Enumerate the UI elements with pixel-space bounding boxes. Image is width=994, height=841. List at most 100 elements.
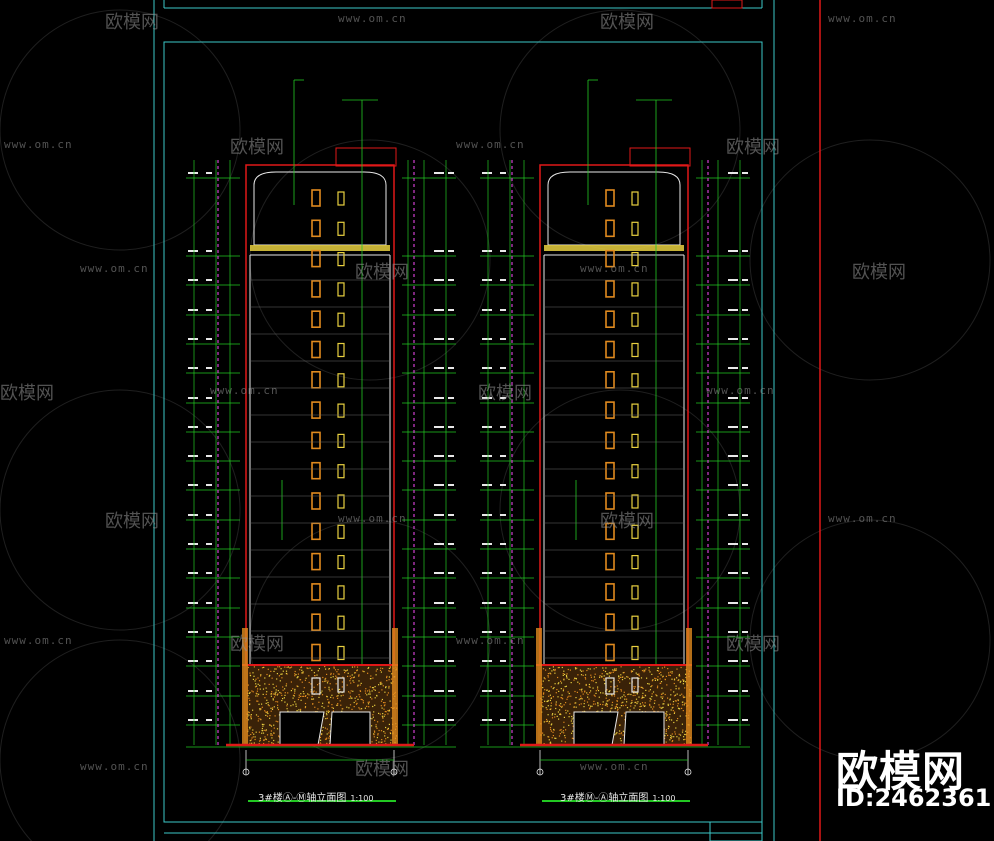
base-speckle (266, 734, 269, 736)
level-label (728, 309, 738, 311)
base-speckle (247, 666, 249, 669)
base-speckle (371, 698, 373, 700)
base-speckle (277, 690, 279, 692)
base-speckle (624, 698, 626, 700)
base-speckle (327, 711, 329, 714)
level-label (206, 426, 212, 428)
base-speckle (597, 686, 599, 688)
base-speckle (344, 670, 347, 672)
base-speckle (350, 697, 352, 699)
level-label (482, 719, 492, 721)
base-speckle (622, 705, 624, 707)
base-speckle (606, 703, 608, 705)
base-speckle (328, 702, 330, 704)
base-speckle (559, 713, 561, 715)
base-speckle (265, 729, 267, 731)
base-speckle (381, 698, 383, 701)
base-speckle (597, 705, 599, 707)
base-speckle (635, 701, 637, 703)
base-speckle (275, 701, 277, 703)
base-speckle (550, 728, 552, 731)
base-speckle (263, 739, 265, 741)
base-speckle (631, 701, 633, 704)
window (311, 552, 321, 571)
base-speckle (261, 667, 264, 669)
base-speckle (248, 697, 250, 699)
base-speckle (559, 733, 561, 735)
base-speckle (648, 690, 650, 692)
base-speckle (282, 686, 284, 688)
base-speckle (384, 740, 386, 742)
base-speckle (287, 666, 289, 668)
base-speckle (677, 703, 679, 705)
base-speckle (326, 710, 328, 712)
base-speckle (258, 680, 261, 682)
base-speckle (604, 683, 606, 685)
base-speckle (271, 677, 273, 679)
base-speckle (665, 712, 667, 714)
base-speckle (553, 669, 555, 671)
base-speckle (310, 689, 312, 691)
base-speckle (650, 686, 652, 688)
base-speckle (257, 715, 259, 717)
base-speckle (297, 698, 299, 701)
level-label (728, 250, 738, 252)
base-speckle (267, 702, 269, 704)
base-speckle (588, 686, 590, 688)
base-speckle (580, 695, 582, 697)
level-label (434, 309, 444, 311)
base-speckle (642, 687, 644, 689)
base-speckle (665, 675, 667, 677)
base-speckle (370, 678, 372, 680)
base-speckle (292, 704, 294, 706)
base-speckle (250, 726, 252, 728)
base-speckle (273, 670, 275, 672)
level-label (728, 631, 738, 633)
window (631, 342, 639, 358)
building-elevation (480, 79, 750, 802)
base-speckle (639, 703, 641, 705)
level-label (188, 484, 198, 486)
base-speckle (684, 733, 686, 736)
window (337, 282, 345, 297)
base-speckle (251, 690, 253, 692)
watermark-circle (499, 9, 741, 251)
base-speckle (562, 674, 564, 676)
base-speckle (329, 690, 331, 692)
base-speckle (302, 671, 304, 673)
base-speckle (360, 682, 362, 684)
base-speckle (269, 717, 271, 719)
base-speckle (260, 718, 262, 720)
base-speckle (282, 698, 284, 700)
base-speckle (605, 704, 607, 706)
base-speckle (549, 741, 552, 743)
base-speckle (592, 703, 595, 705)
base-speckle (385, 686, 387, 688)
base-speckle (577, 681, 579, 683)
base-speckle (387, 727, 389, 729)
base-speckle (547, 699, 549, 702)
base-speckle (265, 702, 267, 704)
base-speckle (560, 682, 563, 684)
base-speckle (326, 717, 328, 719)
base-speckle (678, 739, 680, 741)
base-speckle (645, 689, 647, 691)
base-speckle (582, 693, 584, 695)
base-speckle (603, 679, 605, 681)
base-speckle (316, 674, 318, 676)
base-speckle (354, 666, 356, 668)
window (311, 613, 321, 632)
level-label (434, 172, 444, 174)
base-speckle (558, 704, 560, 706)
base-speckle (260, 674, 262, 676)
base-speckle (575, 702, 577, 704)
base-speckle (597, 702, 599, 704)
base-speckle (620, 732, 623, 734)
base-speckle (561, 697, 563, 699)
base-speckle (389, 732, 391, 734)
base-speckle (681, 707, 683, 709)
base-speckle (680, 666, 682, 669)
base-speckle (599, 703, 601, 705)
